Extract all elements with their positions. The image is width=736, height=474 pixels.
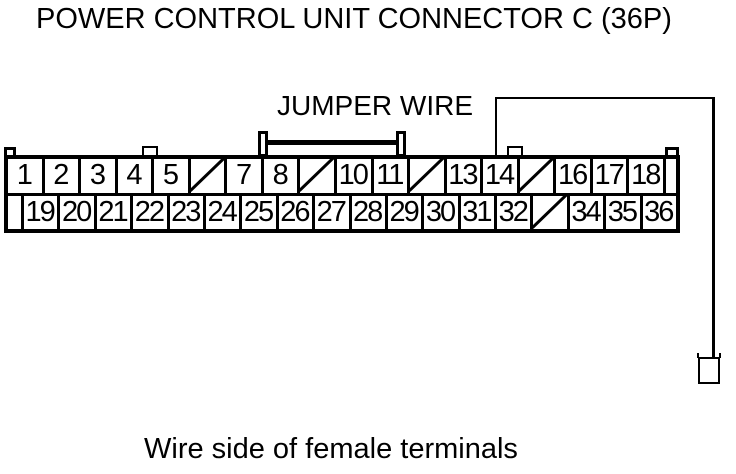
pin-cell-no-terminal — [190, 159, 225, 193]
end-sliver-cell — [666, 159, 676, 193]
pin-cell-7: 7 — [227, 159, 261, 193]
shell-lock-bridge-post-right — [396, 131, 406, 157]
pin-cell-no-terminal — [519, 159, 554, 193]
pin-cell-27: 27 — [315, 195, 349, 229]
pin-cell-26: 26 — [278, 195, 313, 229]
shell-lock-bridge-post-left — [258, 131, 268, 157]
pin-cell-29: 29 — [387, 195, 422, 229]
jumper-wire-segment-to-pin14 — [495, 97, 497, 157]
pin-cell-24: 24 — [205, 195, 240, 229]
pin-cell-35: 35 — [606, 195, 640, 229]
pin-cell-18: 18 — [629, 159, 663, 193]
pin-cell-21: 21 — [96, 195, 131, 229]
terminal-tick-left — [697, 353, 699, 358]
pin-cell-2: 2 — [44, 159, 79, 193]
no-terminal-slash-icon — [410, 159, 444, 192]
pin-cell-25: 25 — [242, 195, 276, 229]
pin-cell-no-terminal — [300, 159, 334, 193]
pin-cell-32: 32 — [497, 195, 531, 229]
pin-cell-8: 8 — [263, 159, 298, 193]
pin-cell-36: 36 — [642, 195, 676, 229]
pin-cell-3: 3 — [81, 159, 115, 193]
female-terminal-icon — [698, 357, 720, 384]
pin-cell-13: 13 — [446, 159, 481, 193]
pin-cell-16: 16 — [556, 159, 590, 193]
pin-cell-no-terminal — [410, 159, 444, 193]
shell-lock-bridge-bar — [264, 140, 402, 145]
pin-cell-10: 10 — [337, 159, 371, 193]
pin-cell-31: 31 — [460, 195, 495, 229]
pin-cell-11: 11 — [373, 159, 408, 193]
pin-cell-1: 1 — [8, 159, 42, 193]
pin-cell-23: 23 — [169, 195, 203, 229]
no-terminal-slash-icon — [190, 159, 225, 192]
end-sliver-cell — [8, 195, 21, 229]
pin-cell-no-terminal — [533, 195, 567, 229]
jumper-wire-segment-vertical — [712, 97, 715, 358]
pin-cell-5: 5 — [154, 159, 188, 193]
pin-cell-19: 19 — [24, 195, 58, 229]
pin-cell-20: 20 — [60, 195, 94, 229]
diagram-title: POWER CONTROL UNIT CONNECTOR C (36P) — [36, 3, 672, 35]
jumper-wire-label: JUMPER WIRE — [277, 90, 473, 121]
pin-cell-17: 17 — [592, 159, 627, 193]
jumper-wire-segment-horizontal — [495, 97, 715, 99]
no-terminal-slash-icon — [519, 159, 554, 192]
pin-cell-14: 14 — [483, 159, 517, 193]
diagram-caption: Wire side of female terminals — [144, 433, 518, 465]
pin-cell-4: 4 — [117, 159, 152, 193]
no-terminal-slash-icon — [300, 159, 334, 192]
pin-cell-34: 34 — [569, 195, 604, 229]
pin-cell-22: 22 — [133, 195, 167, 229]
terminal-tick-right — [719, 353, 721, 358]
no-terminal-slash-icon — [533, 195, 567, 228]
pin-cell-30: 30 — [424, 195, 458, 229]
pin-cell-28: 28 — [351, 195, 385, 229]
